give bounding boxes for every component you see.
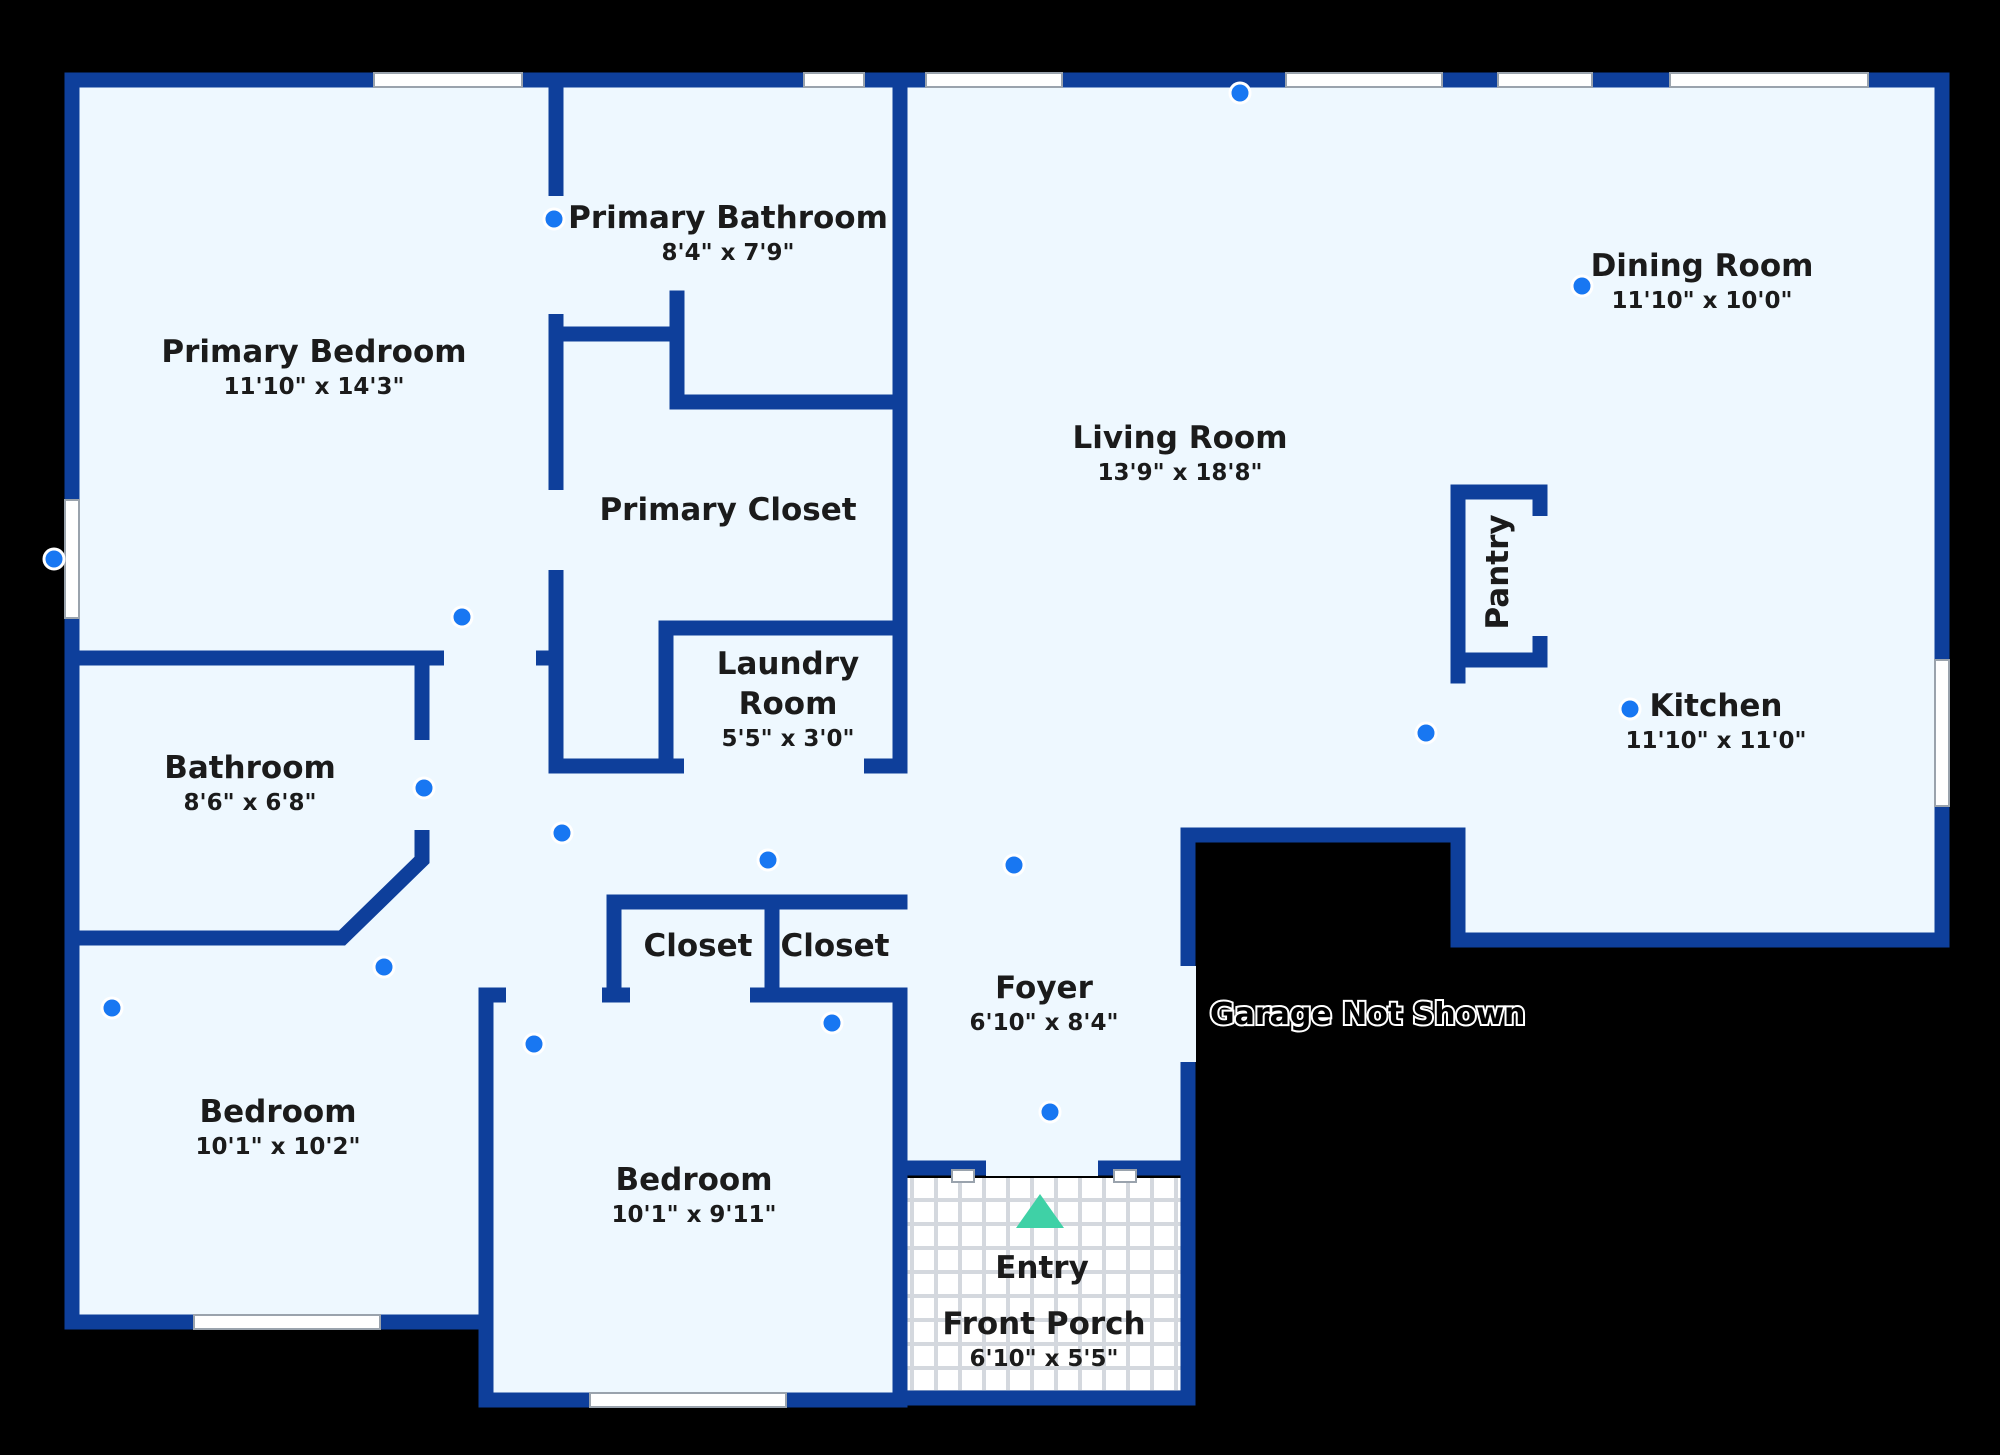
closet-2-name: Closet bbox=[781, 928, 890, 964]
camera-location-pin-icon[interactable] bbox=[372, 955, 396, 979]
bedroom-2-dims: 10'1" x 9'11" bbox=[612, 1202, 777, 1228]
camera-location-pin-icon[interactable] bbox=[1228, 81, 1252, 105]
kitchen-name: Kitchen bbox=[1649, 688, 1782, 724]
bathroom-dims: 8'6" x 6'8" bbox=[184, 790, 317, 816]
foyer-name: Foyer bbox=[995, 970, 1093, 1006]
room-labels: Primary Bedroom 11'10" x 14'3" Primary B… bbox=[161, 200, 1813, 1372]
living-room-dims: 13'9" x 18'8" bbox=[1098, 460, 1263, 486]
window bbox=[589, 1392, 787, 1408]
laundry-room-dims: 5'5" x 3'0" bbox=[722, 726, 855, 752]
camera-location-pin-icon[interactable] bbox=[1038, 1100, 1062, 1124]
camera-location-pin-icon[interactable] bbox=[820, 1011, 844, 1035]
window bbox=[64, 499, 80, 619]
pantry-wall bbox=[1450, 484, 1548, 684]
window bbox=[803, 72, 865, 88]
primary-bedroom-name: Primary Bedroom bbox=[161, 334, 466, 370]
camera-location-pin-icon[interactable] bbox=[522, 1032, 546, 1056]
primary-bathroom-dims: 8'4" x 7'9" bbox=[662, 240, 795, 266]
window bbox=[373, 72, 523, 88]
kitchen-dims: 11'10" x 11'0" bbox=[1626, 728, 1807, 754]
main-floor bbox=[72, 80, 1942, 1400]
window bbox=[193, 1314, 381, 1330]
closet-1-door bbox=[630, 987, 750, 1003]
window bbox=[1285, 72, 1443, 88]
bedroom-1-dims: 10'1" x 10'2" bbox=[196, 1134, 361, 1160]
living-room-name: Living Room bbox=[1072, 420, 1287, 456]
foyer-dims: 6'10" x 8'4" bbox=[970, 1010, 1119, 1036]
window bbox=[925, 72, 1063, 88]
camera-location-pin-icon[interactable] bbox=[1570, 274, 1594, 298]
camera-location-pin-icon[interactable] bbox=[1002, 853, 1026, 877]
window bbox=[951, 1169, 975, 1183]
bedroom-2-door bbox=[506, 987, 602, 1003]
laundry-door bbox=[684, 758, 864, 774]
camera-location-pin-icon[interactable] bbox=[100, 996, 124, 1020]
bedroom-2-name: Bedroom bbox=[615, 1162, 772, 1198]
garage-not-shown-note: Garage Not Shown bbox=[1210, 997, 1525, 1032]
pantry-name: Pantry bbox=[1480, 514, 1516, 629]
primary-closet-door bbox=[548, 490, 564, 570]
laundry-room-name-line1: Laundry bbox=[717, 646, 860, 682]
closet-2-door bbox=[892, 924, 908, 984]
front-door bbox=[986, 1160, 1098, 1176]
entry-name: Entry bbox=[995, 1250, 1089, 1286]
front-porch-name: Front Porch bbox=[942, 1306, 1145, 1342]
window bbox=[1497, 72, 1593, 88]
window bbox=[1669, 72, 1869, 88]
entry-arrow-icon[interactable] bbox=[1016, 1194, 1064, 1228]
camera-location-pin-icon[interactable] bbox=[1618, 697, 1642, 721]
photo-pins bbox=[42, 81, 1642, 1124]
camera-location-pin-icon[interactable] bbox=[412, 776, 436, 800]
bedroom-1-name: Bedroom bbox=[199, 1094, 356, 1130]
foyer-garage-door bbox=[1180, 966, 1196, 1062]
camera-location-pin-icon[interactable] bbox=[550, 821, 574, 845]
front-porch-wall bbox=[892, 1160, 1196, 1406]
hall-closets-wall bbox=[606, 894, 908, 1003]
window bbox=[1934, 659, 1950, 807]
laundry-room-name-line2: Room bbox=[739, 686, 838, 722]
primary-bedroom-dims: 11'10" x 14'3" bbox=[224, 374, 405, 400]
primary-bathroom-name: Primary Bathroom bbox=[568, 200, 888, 236]
pantry-door bbox=[1532, 516, 1548, 636]
bathroom-name: Bathroom bbox=[164, 750, 336, 786]
primary-bathroom-wall-2 bbox=[669, 326, 908, 410]
camera-location-pin-icon[interactable] bbox=[1414, 721, 1438, 745]
camera-location-pin-icon[interactable] bbox=[756, 848, 780, 872]
window bbox=[1113, 1169, 1137, 1183]
openings bbox=[394, 196, 1548, 1176]
front-porch-dims: 6'10" x 5'5" bbox=[970, 1346, 1119, 1372]
camera-location-pin-icon[interactable] bbox=[42, 547, 66, 571]
camera-location-pin-icon[interactable] bbox=[542, 207, 566, 231]
primary-closet-name: Primary Closet bbox=[599, 492, 856, 528]
closet-1-name: Closet bbox=[644, 928, 753, 964]
dining-room-name: Dining Room bbox=[1591, 248, 1814, 284]
windows bbox=[64, 72, 1950, 1408]
camera-location-pin-icon[interactable] bbox=[450, 605, 474, 629]
bedroom-hall-opening bbox=[444, 650, 536, 666]
bedroom-1-door bbox=[394, 900, 482, 994]
dining-room-dims: 11'10" x 10'0" bbox=[1612, 288, 1793, 314]
